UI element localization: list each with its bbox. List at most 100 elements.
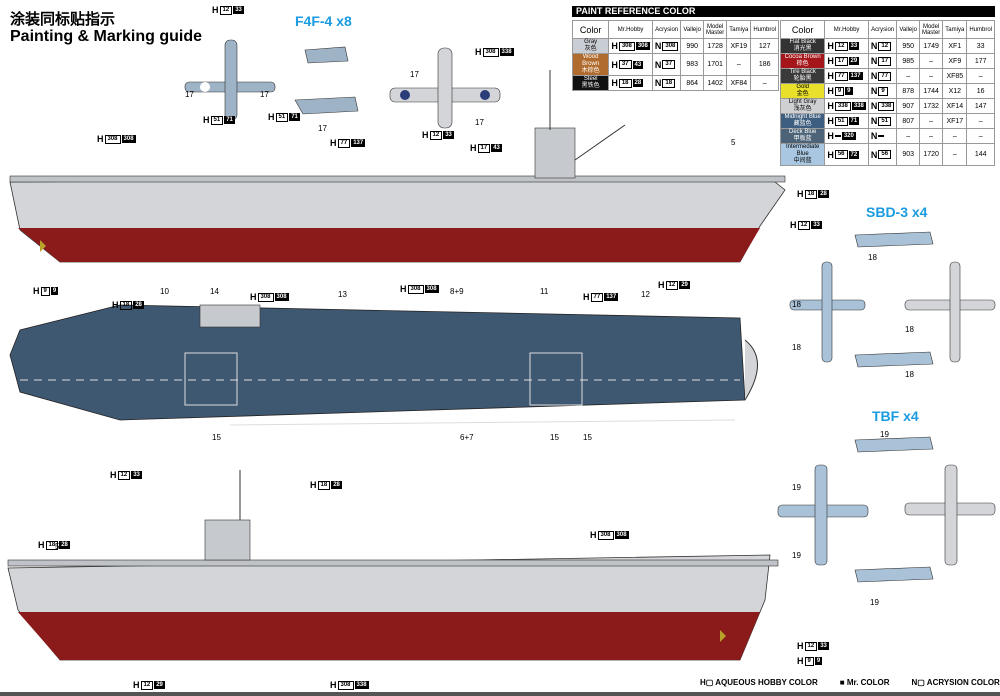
tamiya: – xyxy=(942,143,968,166)
color-name: Intermediate Blue xyxy=(785,144,820,157)
aircraft-sbd xyxy=(789,231,996,368)
color-name: Wood Brown xyxy=(582,54,600,67)
part-number: 5 xyxy=(55,542,60,551)
paint-table-title: PAINT REFERENCE COLOR xyxy=(572,6,995,17)
color-name-cn: 棕色 xyxy=(796,61,809,67)
part-number: 15 xyxy=(212,433,221,442)
title-chinese: 涂装同标贴指示 xyxy=(10,11,116,28)
part-number: 18 xyxy=(905,325,914,334)
part-number: 17 xyxy=(260,90,269,99)
color-name: Cocoa Brown xyxy=(784,54,821,60)
part-number: 5 xyxy=(731,138,736,147)
part-number: 17 xyxy=(475,118,484,127)
part-number: 11 xyxy=(540,287,549,296)
color-name-cn: 灰色 xyxy=(584,46,597,52)
part-number: 13 xyxy=(338,290,347,299)
model-master: 1720 xyxy=(918,143,944,166)
part-number: 18 xyxy=(868,253,877,262)
color-name-cn: 中间蓝 xyxy=(793,158,812,164)
color-name: Flat Black xyxy=(789,39,816,45)
part-number: 18 xyxy=(905,370,914,379)
color-name: Tire Black xyxy=(789,69,816,75)
part-number: 12 xyxy=(641,290,650,299)
part-number: 15 xyxy=(583,433,592,442)
part-number: 19 xyxy=(880,430,889,439)
humbrol: – xyxy=(750,75,779,91)
ship-deck-view xyxy=(9,304,758,426)
part-number: 17 xyxy=(410,70,419,79)
tamiya: XF84 xyxy=(726,75,752,91)
color-name: Deck Blue xyxy=(788,129,817,135)
page-title: Painting & Marking guide xyxy=(10,28,203,45)
color-name: Steel xyxy=(583,76,598,82)
ship-side-view-starboard xyxy=(9,70,786,263)
part-number: 10 xyxy=(160,287,169,296)
color-name: Gold xyxy=(796,84,809,90)
group-label-tbf: TBF x4 xyxy=(872,408,919,424)
part-number: 17 xyxy=(318,124,327,133)
part-number: 18 xyxy=(792,300,801,309)
part-number: 19 xyxy=(792,483,801,492)
bottom-border xyxy=(0,692,1000,696)
part-number: 14 xyxy=(210,287,219,296)
color-name-cn: 浅灰色 xyxy=(793,106,812,112)
color-name-cn: 甲板蓝 xyxy=(793,136,812,142)
color-name-cn: 轮胎黑 xyxy=(793,76,812,82)
group-label-f4f: F4F-4 x8 xyxy=(295,13,352,29)
part-number: 18 xyxy=(792,343,801,352)
legend-mr-color: ■ Mr. COLOR xyxy=(839,678,890,687)
group-label-sbd: SBD-3 x4 xyxy=(866,204,928,220)
part-number: 19 xyxy=(792,551,801,560)
ship-side-view-port xyxy=(7,470,779,661)
aircraft-tbf xyxy=(777,436,996,583)
color-name-cn: 藏蓝色 xyxy=(793,121,812,127)
color-name-cn: 木棕色 xyxy=(581,68,600,74)
part-number: 19 xyxy=(870,598,879,607)
color-name: Light Gray xyxy=(788,99,817,105)
